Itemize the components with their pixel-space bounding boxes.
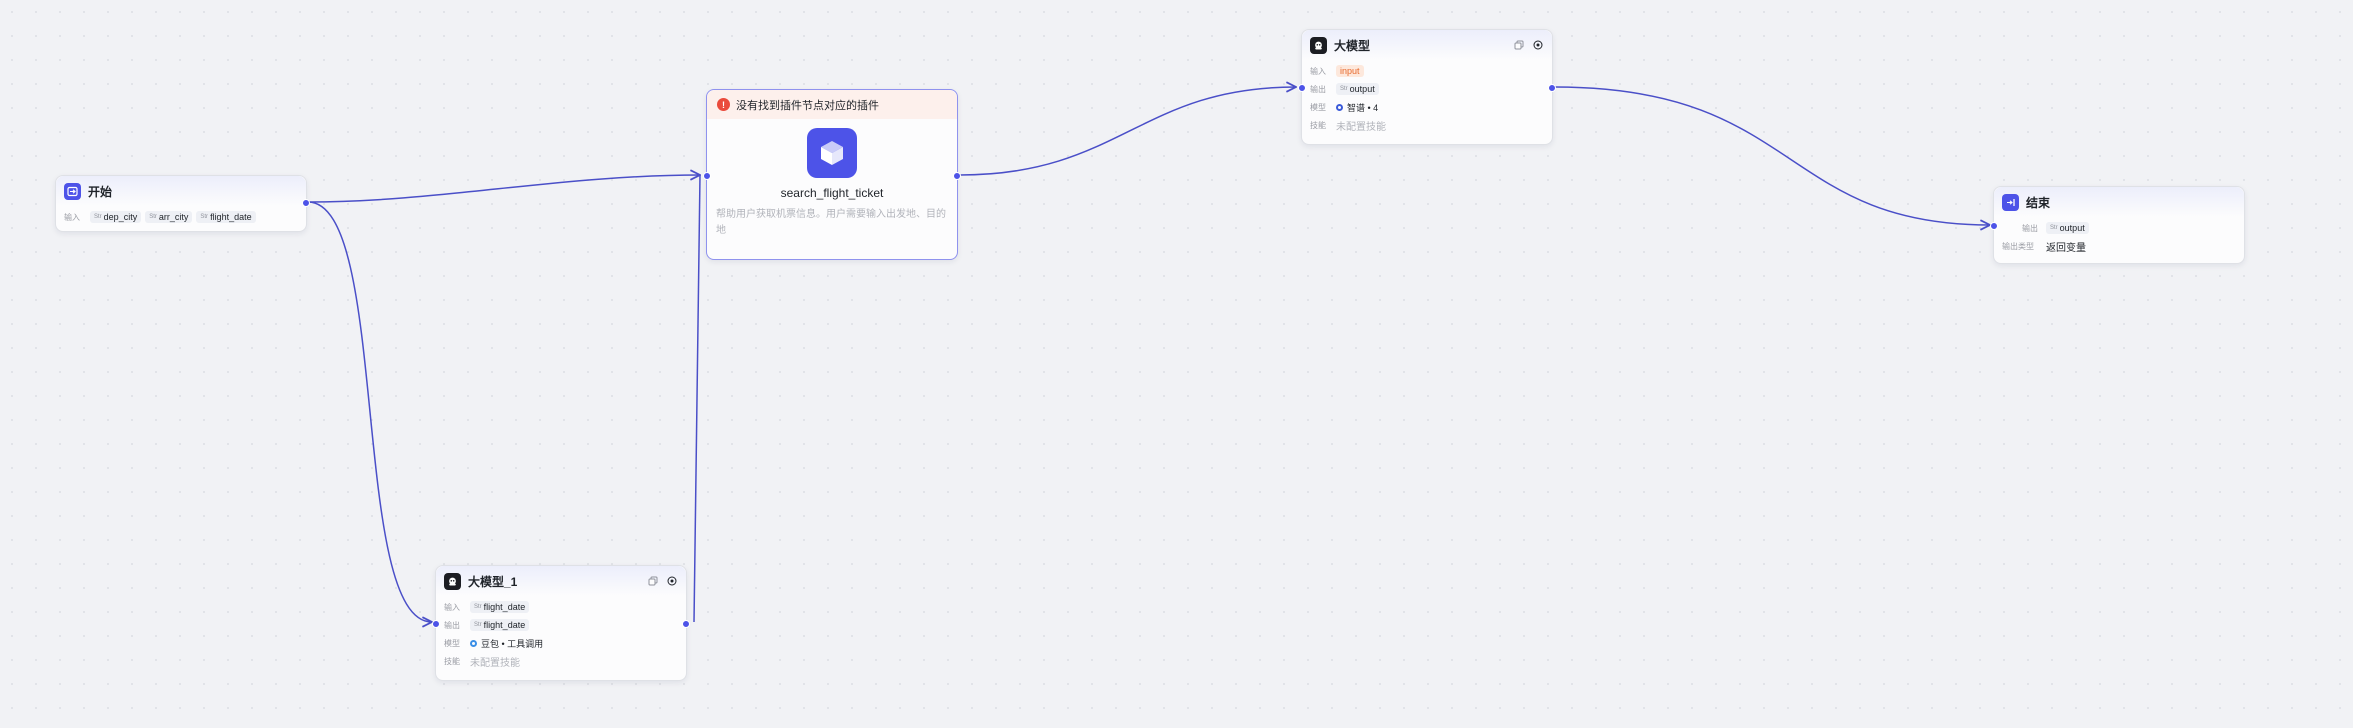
warning-icon: ! [717, 98, 730, 111]
output-port[interactable] [953, 172, 961, 180]
llm-icon [1310, 36, 1327, 54]
node-title: 大模型 [1334, 38, 1371, 53]
start-icon [64, 182, 81, 200]
node-title: 大模型_1 [468, 574, 518, 589]
settings-icon[interactable] [1532, 39, 1544, 51]
input-port[interactable] [432, 620, 440, 628]
output-label: 输出 [2022, 223, 2038, 233]
output-type-value: 返回变量 [2046, 242, 2086, 254]
edge-start-to-llm1[interactable] [307, 201, 432, 622]
output-port[interactable] [1548, 84, 1556, 92]
node-title: 结束 [2026, 195, 2051, 210]
llm-icon [444, 572, 461, 590]
input-port[interactable] [1298, 84, 1306, 92]
output-port[interactable] [682, 620, 690, 628]
model-value: 智谱 • 4 [1347, 102, 1379, 113]
skill-label: 技能 [444, 656, 460, 666]
input-port[interactable] [1990, 222, 1998, 230]
output-port[interactable] [302, 199, 310, 207]
input-label: 输入 [1310, 66, 1326, 76]
plugin-name: search_flight_ticket [780, 186, 884, 200]
model-logo-icon [1336, 103, 1343, 111]
output-label: 输出 [1310, 84, 1326, 94]
input-label: 输入 [444, 602, 460, 612]
edge-start-to-plugin[interactable] [307, 175, 700, 203]
input-port[interactable] [703, 172, 711, 180]
end-icon [2002, 193, 2019, 211]
plugin-warning-bar: ! 没有找到插件节点对应的插件 [707, 90, 957, 119]
variable-tag-warning: input [1336, 65, 1364, 77]
edge-plugin-to-llm[interactable] [959, 87, 1296, 176]
cube-icon [807, 128, 857, 178]
model-logo-icon [470, 639, 477, 647]
plugin-description: 帮助用户获取机票信息。用户需要输入出发地、目的地 [716, 209, 946, 236]
output-label: 输出 [444, 620, 460, 630]
output-type-label: 输出类型 [2002, 241, 2034, 251]
copy-icon[interactable] [647, 575, 659, 587]
model-label: 模型 [1310, 102, 1326, 112]
settings-icon[interactable] [666, 575, 678, 587]
skill-value: 未配置技能 [470, 657, 520, 669]
edge-llm-to-end[interactable] [1554, 86, 1990, 225]
node-title: 开始 [88, 184, 113, 199]
input-label: 输入 [64, 212, 80, 222]
copy-icon[interactable] [1513, 39, 1525, 51]
model-label: 模型 [444, 638, 460, 648]
model-value: 豆包 • 工具调用 [481, 638, 544, 649]
edge-llm1-to-plugin[interactable] [693, 174, 701, 623]
plugin-node[interactable]: ! 没有找到插件节点对应的插件 search_flight_ticket 帮助用… [703, 89, 961, 260]
warning-text: 没有找到插件节点对应的插件 [736, 99, 879, 112]
skill-label: 技能 [1310, 120, 1326, 130]
skill-value: 未配置技能 [1336, 121, 1386, 133]
